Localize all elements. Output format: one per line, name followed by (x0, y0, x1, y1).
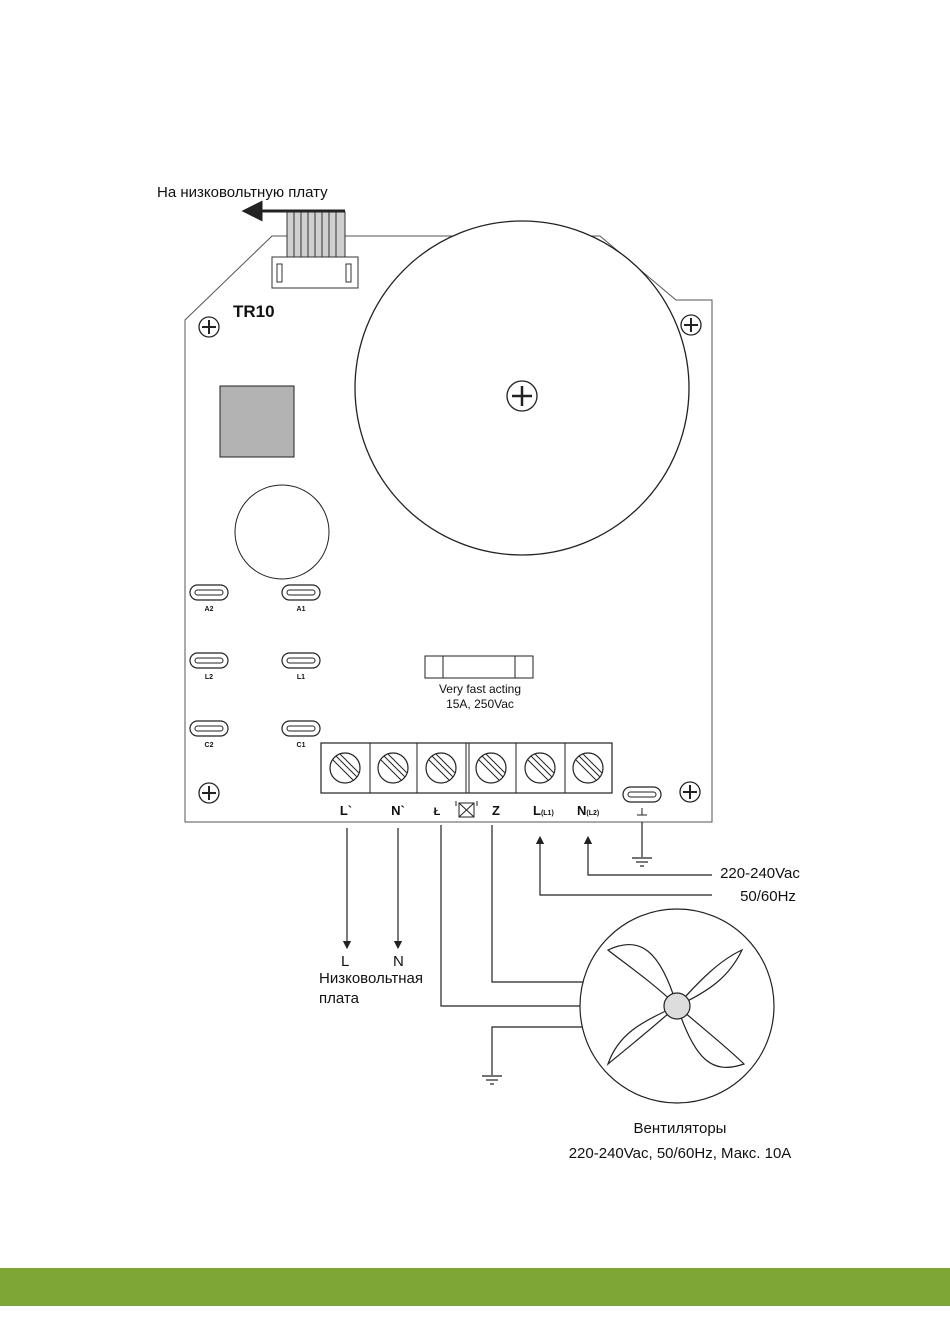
ground-symbol-icon (637, 808, 647, 815)
connector-label: C1 (297, 742, 306, 749)
terminal-label-N-out: N` (391, 803, 405, 818)
terminal-label-L-in-main: L (533, 803, 541, 818)
fuse-label-line2: 15A, 250Vac (405, 697, 555, 711)
spade-connector-L1 (282, 653, 320, 668)
connector-label: A2 (205, 606, 214, 613)
low-voltage-board-arrow-label: На низковольтную плату (157, 184, 328, 201)
low-voltage-board-label-line1: Низковольтная (319, 970, 423, 987)
fan-symbol-icon (456, 801, 477, 817)
spade-connector-A1 (282, 585, 320, 600)
spade-connector-ground (623, 787, 661, 802)
ribbon-cable (272, 212, 358, 288)
board-title: TR10 (233, 302, 275, 322)
fuse-icon (425, 656, 533, 678)
ground-symbol-icon (482, 1076, 502, 1084)
wire-fan-line (441, 825, 583, 1006)
connector-label: L1 (297, 674, 305, 681)
connector-label: A1 (297, 606, 306, 613)
wire-ground-fan (492, 1027, 583, 1075)
terminal-screw-icon (476, 753, 506, 783)
terminal-block (321, 743, 612, 793)
terminal-label-fan-line: Ł (434, 806, 441, 818)
spade-connector-C2 (190, 721, 228, 736)
relay (220, 386, 294, 457)
terminal-label-N-in: N(L2) (577, 803, 599, 818)
mounting-screw-icon (681, 315, 701, 335)
wire-Z (492, 825, 592, 982)
spade-connector-C1 (282, 721, 320, 736)
spade-connector-A2 (190, 585, 228, 600)
fuse-label-line1: Very fast acting (405, 682, 555, 696)
terminal-label-L-in: L(L1) (533, 803, 554, 818)
output-N-label: N (393, 953, 404, 970)
fans-spec: 220-240Vac, 50/60Hz, Макс. 10A (520, 1145, 840, 1162)
terminal-label-Z: Z (492, 803, 500, 818)
mounting-screw-icon (507, 381, 537, 411)
spade-connector-L2 (190, 653, 228, 668)
mounting-screw-icon (199, 317, 219, 337)
supply-label-line1: 220-240Vac (700, 865, 820, 882)
terminal-label-N-in-sub: (L2) (586, 810, 599, 817)
footer-bar (0, 1268, 950, 1306)
capacitor (235, 485, 329, 579)
terminal-label-L-in-sub: (L1) (541, 810, 554, 817)
fan-icon (580, 909, 774, 1103)
terminal-label-N-in-main: N (577, 803, 586, 818)
connector-label: C2 (205, 742, 214, 749)
output-L-label: L (341, 953, 349, 970)
terminal-screw-icon (525, 753, 555, 783)
terminal-screw-icon (330, 753, 360, 783)
wire-L-in (540, 840, 712, 895)
terminal-screw-icon (378, 753, 408, 783)
mounting-screw-icon (680, 782, 700, 802)
terminal-screw-icon (573, 753, 603, 783)
terminal-screw-icon (426, 753, 456, 783)
connector-label: L2 (205, 674, 213, 681)
ground-symbol-icon (632, 858, 652, 866)
fans-title: Вентиляторы (580, 1120, 780, 1137)
supply-label-line2: 50/60Hz (708, 888, 828, 905)
low-voltage-board-label-line2: плата (319, 990, 359, 1007)
terminal-label-L-out: L` (340, 803, 352, 818)
mounting-screw-icon (199, 783, 219, 803)
